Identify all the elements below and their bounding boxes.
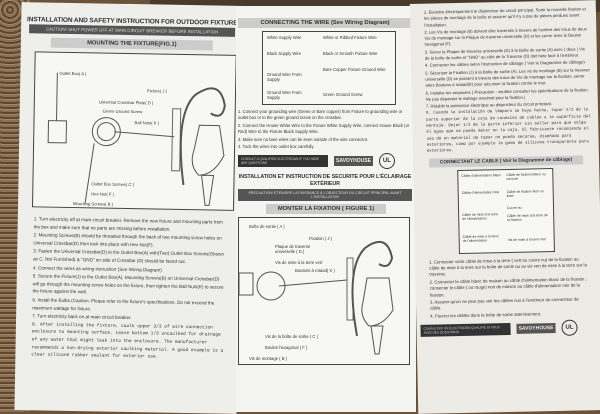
label-outlet-box-screws: Outlet Box Screws( C ): [91, 181, 135, 188]
wire-label: Black Supply Wire: [267, 51, 301, 56]
step: 3. Make sure no bare wires can be seen o…: [238, 136, 369, 142]
wire-label: Câble de fixation Blanc ou nervuré: [506, 171, 546, 181]
english-title: INSTALLATION AND SAFETY INSTRUCTION FOR …: [26, 16, 238, 27]
label-ball-nut: Boutons à rotaad( K ): [295, 267, 335, 273]
label-outlet-box: Boîte de sortie ( A ): [249, 223, 285, 229]
wire-label: Câble d'alimentation Noir: [461, 189, 500, 195]
label-outlet-box-screws: Vis de la boîte de sortie ( C ): [265, 333, 318, 339]
middle-instruction-sheet: CONNECTING THE WIRE (See Wiring Diagram)…: [236, 6, 416, 412]
step: 8. Cuando la instalación de lámpara se h…: [425, 108, 591, 154]
brand-logo: SAVOYHOUSE: [334, 156, 373, 167]
english-footer: CONSULT A QUALIFIED ELECTRICIAN IF YOU H…: [238, 153, 416, 170]
mounting-diagram: Outlet Box( A ) Fixture( J ) Universal C…: [31, 51, 237, 211]
label-hex-nut: Hex Nut( F ): [91, 191, 115, 197]
wire-label: Black or Smooth Fixture Wire: [323, 51, 378, 56]
french-wire-heading: CONNECTANT LE CABLE ( Voir le Diagramme …: [428, 154, 584, 168]
wire-steps: 1. Connect your grounding wire (Green or…: [238, 109, 412, 150]
wire-label: Câble d'alimentation blanc: [461, 172, 502, 178]
label-hex-nut: Boulon hexagonal ( F ): [265, 344, 308, 350]
step: 2. Connect the House White Wire to the F…: [238, 122, 410, 135]
french-steps: 1. Éteindre électriquement le disjoncteu…: [424, 6, 593, 155]
french-fixture-drawing: [239, 240, 394, 355]
label-ball-nut: Ball Nuts( K ): [134, 120, 160, 126]
french-caution-banner: PRÉCAUTION! ÉTEINDRE LA PUISSANCE À L'OB…: [238, 188, 412, 201]
label-crossbar: Universal Crossbar Plate( D ): [98, 99, 154, 106]
wire-label: Vis de mise à la terre vert: [507, 236, 547, 242]
label-outlet-box: Outlet Box( A ): [59, 70, 87, 77]
wire-label: Câble de mise à la terre de l'alimentati…: [462, 233, 499, 243]
ul-logo: UL: [561, 319, 578, 337]
wire-label: Câble de fixation Noir ou lisse: [506, 188, 544, 198]
step: 2. Les Vis de montage (B) doivent être t…: [424, 26, 587, 48]
wire-heading: CONNECTING THE WIRE (See Wiring Diagram): [238, 18, 412, 28]
step: 4. Tuck the wires into outlet box carefu…: [238, 144, 315, 150]
ul-logo: UL: [378, 153, 395, 170]
wire-label: White or Ribbed Fixture Wire: [323, 35, 377, 40]
wire-label: White Supply Wire: [267, 35, 302, 40]
step: 8. After installing the fixture, caulk u…: [31, 322, 224, 360]
english-mounting-heading: MOUNTING THE FIXTURE(FIG.1): [50, 37, 213, 51]
wiring-diagram: White Supply Wire White or Ribbed Fixtur…: [262, 31, 396, 105]
french-mounting-diagram: Boîte de sortie ( A ) Fixation ( J ) Pla…: [238, 216, 410, 365]
step: 2. Connecter le câble blanc de maison au…: [429, 276, 587, 298]
label-fixture: Fixation ( J ): [309, 235, 333, 241]
brand-logo: SAVOYHOUSE: [516, 323, 556, 335]
footer-bar: CONSULTER UN ÉLECTRICIEN QUALIFIÉ SI VOU…: [420, 323, 511, 338]
label-fixture: Fixture( J ): [147, 88, 168, 94]
label-ground-screw: Vis de mise à la terre vert: [275, 259, 323, 265]
step: 5. Secure the Fixture(J) to the Outlet B…: [32, 273, 224, 295]
label-ground-screw: Green Ground Screw: [102, 108, 143, 115]
label-mounting-screws: Vis de montage ( B ): [249, 355, 288, 361]
wire-label: Bare Copper Fixture Ground Wire: [323, 67, 386, 72]
footer-bar: CONSULT A QUALIFIED ELECTRICIAN IF YOU H…: [238, 155, 328, 168]
french-wire-steps: 1. Connecter votre câble de mise à la te…: [429, 256, 590, 320]
step: 1. Connect your grounding wire (Green or…: [238, 109, 403, 121]
fixture-drawing: [47, 72, 226, 206]
english-instruction-sheet: INSTALLATION AND SAFETY INSTRUCTION FOR …: [14, 2, 244, 414]
wire-label: Ground Wire From Supply: [267, 72, 302, 82]
wire-label: Cuivre nu: [506, 205, 522, 210]
french-footer: CONSULTER UN ÉLECTRICIEN QUALIFIÉ SI VOU…: [420, 319, 600, 339]
label-mounting-screws: Mounting Screws( B ): [73, 201, 114, 207]
french-wiring-diagram: Câble d'alimentation blanc Câble de fixa…: [457, 167, 555, 254]
label-crossbar: Plaque de traverse universelle ( D ): [275, 243, 311, 254]
step: 5. Sécuriser la Fixation (J) à la Boîte …: [425, 66, 590, 88]
step: 1. Éteindre électriquement le disjoncteu…: [423, 6, 586, 28]
wire-label: Câble de mise à la terre de l'alimentati…: [462, 211, 499, 221]
wire-label: Ground Wire From Supply: [267, 90, 302, 100]
wire-label: Câble de mise à la terre de la fixation: [507, 212, 548, 222]
french-mounting-heading: MONTER LA FIXATION ( FIGURE 1): [266, 203, 386, 214]
french-title: INSTALLATION ET INSTRUCTION DE SECURITE …: [238, 174, 412, 188]
wire-label: Green Ground Screw: [323, 92, 363, 97]
english-steps: 1. Turn electricity off at main circuit …: [31, 215, 225, 362]
french-instruction-sheet: 1. Éteindre électriquement le disjoncteu…: [409, 0, 600, 414]
step: 1. Connecter votre câble de mise à la te…: [429, 256, 587, 277]
